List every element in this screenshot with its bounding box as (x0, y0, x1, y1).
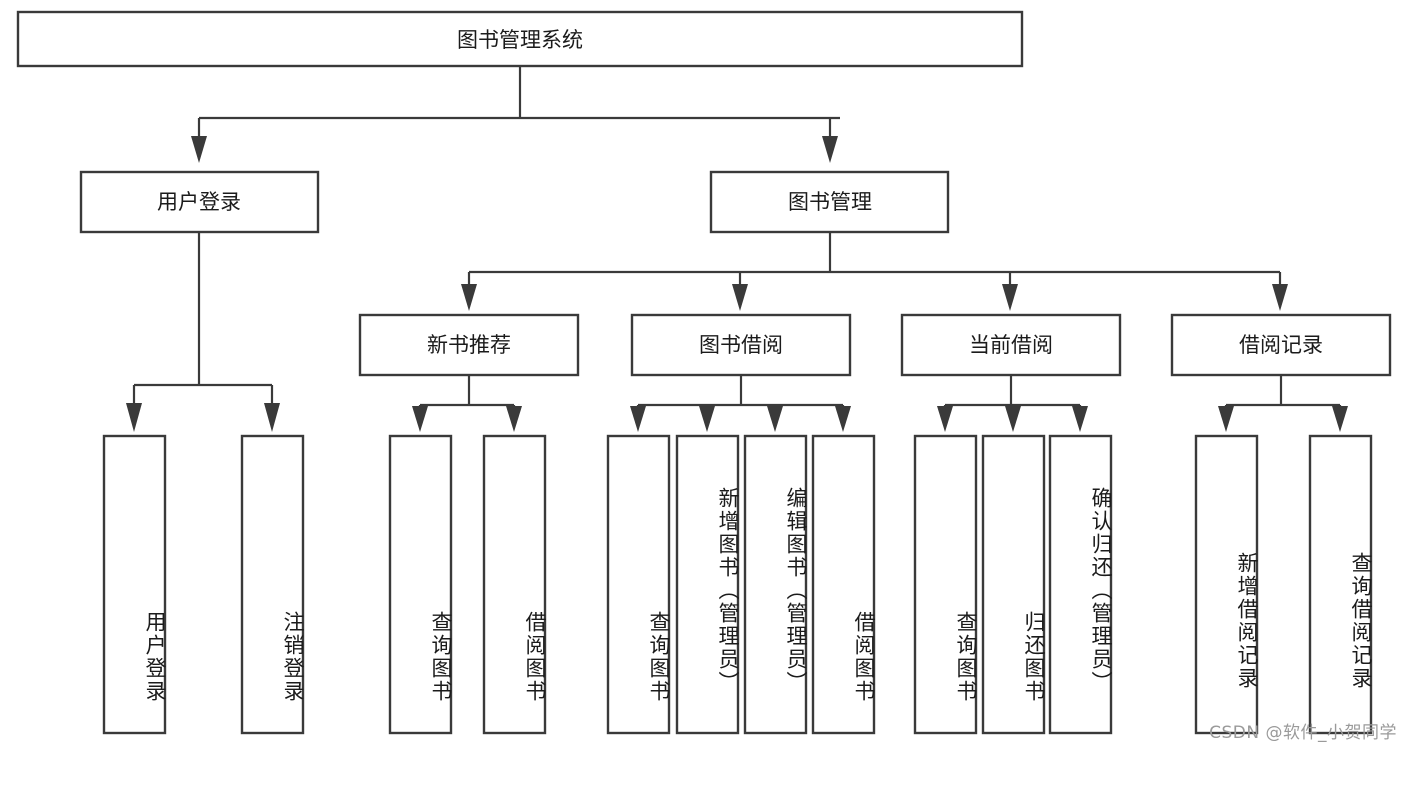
diagram-canvas: 图书管理系统 用户登录 图书管理 (16, 10, 1392, 735)
node-new-book-recommend-label: 新书推荐 (427, 333, 511, 357)
node-book-management[interactable]: 图书管理 (709, 170, 950, 234)
leaf-node-user-login[interactable] (102, 434, 167, 735)
arrow-head-icon (1072, 406, 1088, 432)
arrow-head-icon (506, 406, 522, 432)
node-borrow-record-label: 借阅记录 (1239, 333, 1323, 357)
arrow-head-icon (767, 406, 783, 432)
node-root-box (16, 10, 1024, 68)
connector-borrow-record-to-leaves (1218, 375, 1348, 432)
leaf-node-add-book-admin-box (675, 434, 740, 735)
node-new-book-recommend[interactable]: 新书推荐 (358, 313, 580, 377)
arrow-head-icon (126, 403, 142, 432)
leaf-node-return-book-box (981, 434, 1046, 735)
node-current-borrow[interactable]: 当前借阅 (900, 313, 1122, 377)
arrow-head-icon (937, 406, 953, 432)
connector-root-to-level2 (191, 66, 840, 163)
leaf-node-borrow-book[interactable] (811, 434, 876, 735)
leaf-node-add-book-admin[interactable] (675, 434, 740, 735)
leaf-node-edit-book-admin-box (743, 434, 808, 735)
node-book-management-label: 图书管理 (788, 190, 872, 214)
node-user-login-box (79, 170, 320, 234)
leaf-node-query-book-current[interactable] (913, 434, 978, 735)
node-book-borrow-label: 图书借阅 (699, 333, 783, 357)
leaf-node-borrow-book-recommend-box (482, 434, 547, 735)
arrow-head-icon (1272, 284, 1288, 311)
leaf-node-logout[interactable] (240, 434, 305, 735)
leaf-node-edit-book-admin[interactable] (743, 434, 808, 735)
node-new-book-recommend-box (358, 313, 580, 377)
connector-book-management-to-level3 (461, 232, 1288, 311)
leaf-node-confirm-return-admin-box (1048, 434, 1113, 735)
node-current-borrow-label: 当前借阅 (969, 333, 1053, 357)
arrow-head-icon (732, 284, 748, 311)
leaf-node-query-book-borrow[interactable] (606, 434, 671, 735)
leaf-node-borrow-book-recommend[interactable] (482, 434, 547, 735)
arrow-head-icon (1005, 406, 1021, 432)
arrow-head-icon (461, 284, 477, 311)
node-root-label: 图书管理系统 (457, 28, 583, 52)
arrow-head-icon (191, 136, 207, 163)
arrow-head-icon (699, 406, 715, 432)
leaf-node-query-borrow-record[interactable] (1308, 434, 1373, 735)
node-borrow-record[interactable]: 借阅记录 (1170, 313, 1392, 377)
leaf-node-logout-box (240, 434, 305, 735)
arrow-head-icon (1332, 406, 1348, 432)
leaf-node-user-login-box (102, 434, 167, 735)
node-book-borrow[interactable]: 图书借阅 (630, 313, 852, 377)
leaf-node-query-book-borrow-box (606, 434, 671, 735)
arrow-head-icon (835, 406, 851, 432)
leaf-node-add-borrow-record-box (1194, 434, 1259, 735)
node-user-login-label: 用户登录 (157, 190, 241, 214)
connector-current-borrow-to-leaves (937, 375, 1088, 432)
arrow-head-icon (1002, 284, 1018, 311)
connector-book-borrow-to-leaves (630, 375, 851, 432)
connector-user-login-to-leaves (126, 232, 280, 432)
leaf-node-return-book[interactable] (981, 434, 1046, 735)
arrow-head-icon (822, 136, 838, 163)
node-current-borrow-box (900, 313, 1122, 377)
leaf-node-query-book-current-box (913, 434, 978, 735)
arrow-head-icon (412, 406, 428, 432)
leaf-node-query-book-recommend[interactable] (388, 434, 453, 735)
diagram-root: 图书管理系统 用户登录 图书管理 (16, 10, 1397, 743)
arrow-head-icon (264, 403, 280, 432)
leaf-node-confirm-return-admin[interactable] (1048, 434, 1113, 735)
leaf-node-borrow-book-box (811, 434, 876, 735)
connector-new-book-recommend-to-leaves (412, 375, 522, 432)
arrow-head-icon (1218, 406, 1234, 432)
watermark: CSDN @软件_小贺同学 (1209, 723, 1397, 743)
leaf-node-add-borrow-record[interactable] (1194, 434, 1259, 735)
leaf-node-query-borrow-record-box (1308, 434, 1373, 735)
node-root[interactable]: 图书管理系统 (16, 10, 1024, 68)
node-user-login[interactable]: 用户登录 (79, 170, 320, 234)
leaf-node-query-book-recommend-box (388, 434, 453, 735)
arrow-head-icon (630, 406, 646, 432)
